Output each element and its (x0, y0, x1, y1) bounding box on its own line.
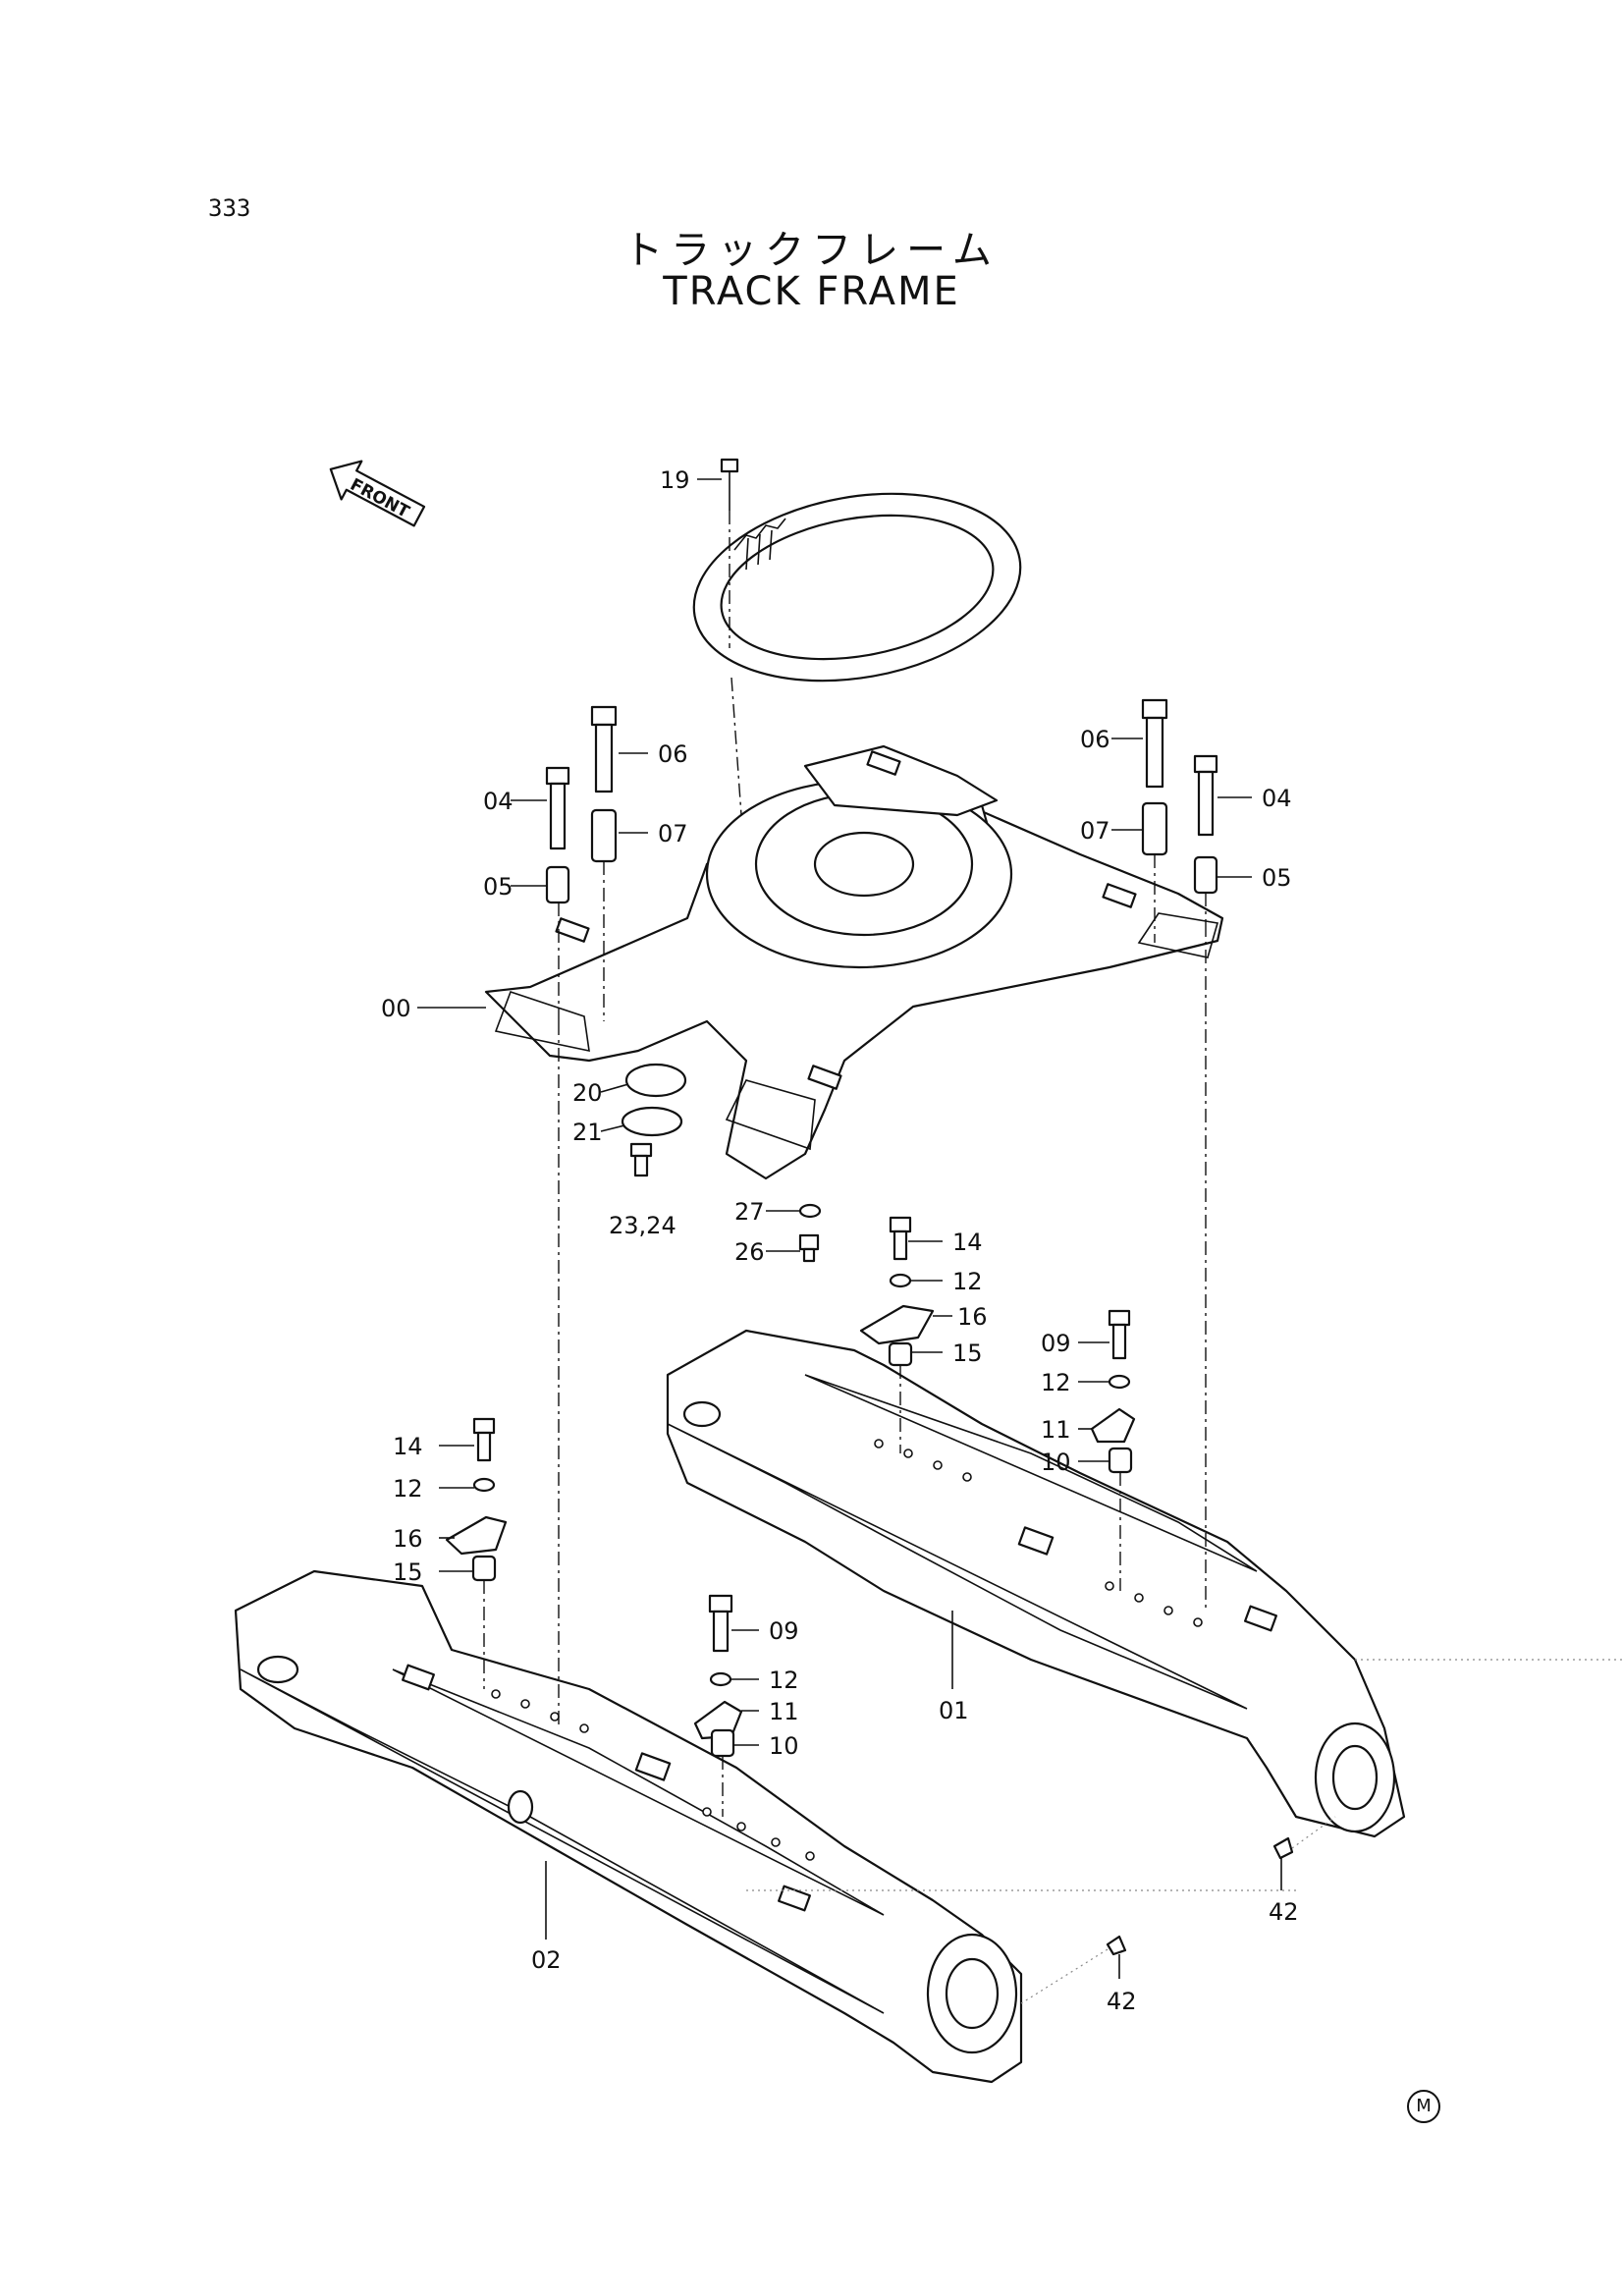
center-frame (484, 744, 1224, 1180)
washer-12-left-b (709, 1671, 732, 1687)
collar-15-left (471, 1555, 497, 1582)
callout-10-right: 10 (1041, 1449, 1071, 1476)
callout-05-right: 05 (1262, 864, 1292, 892)
bolt-09-right (1108, 1309, 1131, 1360)
callout-07-right: 07 (1080, 817, 1110, 845)
collar-05-left (545, 865, 570, 904)
callout-20: 20 (572, 1079, 603, 1107)
callout-11-left: 11 (769, 1698, 799, 1725)
collar-07-right (1141, 801, 1168, 856)
bolt-23-24 (629, 1142, 653, 1177)
page-title-japanese: トラックフレーム (623, 228, 1000, 273)
callout-05-left: 05 (483, 873, 514, 901)
plate-20 (624, 1063, 687, 1098)
callout-14-right: 14 (952, 1229, 983, 1256)
callout-01: 01 (939, 1697, 969, 1724)
callout-12-left-b: 12 (769, 1667, 799, 1694)
grease-fitting-42-left (1106, 1935, 1127, 1956)
bolt-26 (798, 1233, 820, 1263)
callout-42-left: 42 (1107, 1988, 1137, 2015)
callout-06-right: 06 (1080, 726, 1110, 753)
collar-10-left (710, 1728, 735, 1758)
page-title: TRACK FRAME (663, 269, 960, 314)
bolt-04-right (1193, 754, 1218, 837)
bolt-04-left (545, 766, 570, 850)
collar-15-right (888, 1341, 913, 1367)
track-frame-right (666, 1329, 1406, 1838)
callout-07-left: 07 (658, 820, 688, 847)
callout-12-left-a: 12 (393, 1475, 423, 1503)
washer-12-right-b (1108, 1374, 1131, 1390)
bolt-14-left (472, 1417, 496, 1462)
page-number: 333 (208, 194, 251, 222)
callout-26: 26 (734, 1238, 765, 1266)
callout-02: 02 (531, 1946, 562, 1974)
callout-14-left: 14 (393, 1433, 423, 1460)
washer-27 (798, 1203, 822, 1219)
plate-16-left (445, 1515, 508, 1556)
callout-04-left: 04 (483, 788, 514, 815)
collar-10-right (1108, 1447, 1133, 1474)
callout-15-right: 15 (952, 1339, 983, 1367)
washer-12-right-a (889, 1273, 912, 1288)
swing-bearing-ring (692, 492, 1022, 683)
callout-15-left: 15 (393, 1558, 423, 1586)
plate-11-left (693, 1700, 743, 1740)
bolt-14-right (889, 1216, 912, 1261)
callout-16-left: 16 (393, 1525, 423, 1553)
bolt-09-left (708, 1594, 733, 1653)
plate-11-right (1090, 1407, 1136, 1444)
front-arrow-icon: FRONT (329, 460, 426, 527)
grease-fitting-42-right (1272, 1836, 1294, 1860)
track-frame-left (234, 1569, 1023, 2084)
callout-06-left: 06 (658, 740, 688, 768)
plate-21 (621, 1106, 683, 1137)
bolt-06-right (1141, 698, 1168, 789)
callout-12-right-b: 12 (1041, 1369, 1071, 1396)
callout-23-24: 23,24 (609, 1212, 676, 1239)
callout-27: 27 (734, 1198, 765, 1226)
plate-16-right (859, 1304, 935, 1345)
callout-09-right: 09 (1041, 1330, 1071, 1357)
callout-21: 21 (572, 1119, 603, 1146)
collar-05-right (1193, 855, 1218, 895)
callout-16-right: 16 (957, 1303, 988, 1331)
bolt-19 (720, 458, 739, 511)
callout-00: 00 (381, 995, 411, 1022)
callout-19: 19 (660, 466, 690, 494)
callout-42-right: 42 (1269, 1898, 1299, 1926)
bolt-06-left (590, 705, 618, 793)
washer-12-left-a (472, 1477, 496, 1493)
callout-09-left: 09 (769, 1617, 799, 1645)
callout-11-right: 11 (1041, 1416, 1071, 1444)
collar-07-left (590, 808, 618, 863)
callout-12-right-a: 12 (952, 1268, 983, 1295)
corner-mark-badge: M (1407, 2090, 1440, 2123)
callout-10-left: 10 (769, 1732, 799, 1760)
callout-04-right: 04 (1262, 785, 1292, 812)
